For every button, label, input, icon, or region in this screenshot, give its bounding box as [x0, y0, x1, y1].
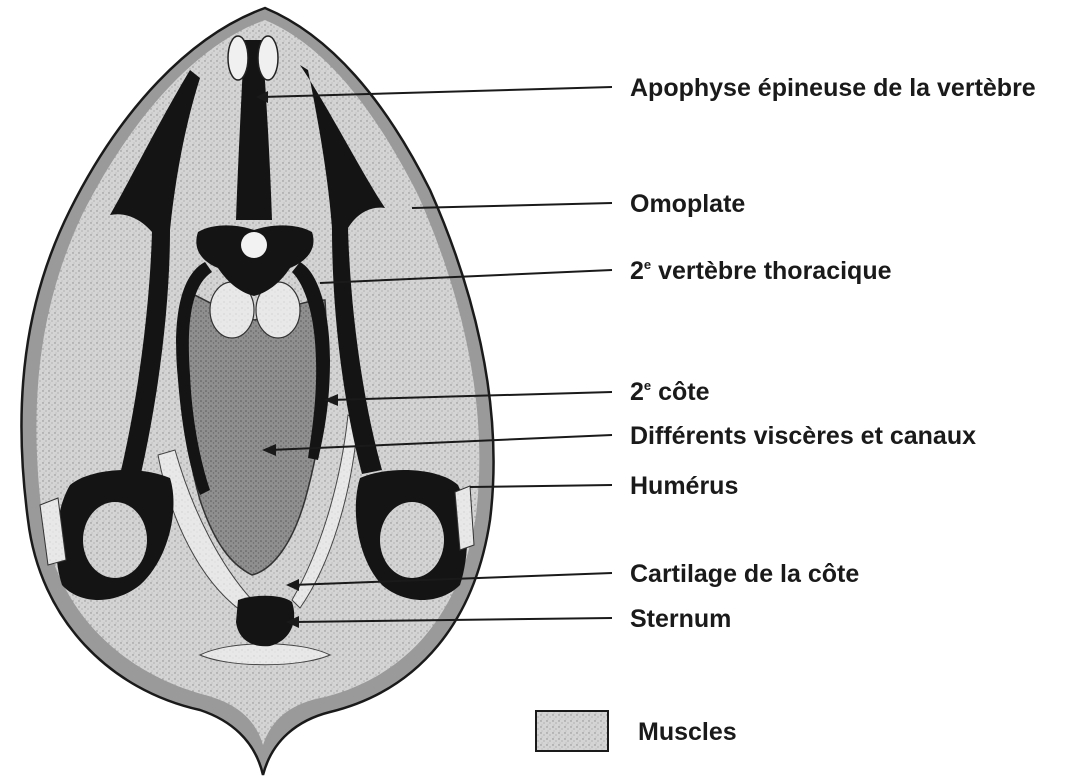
label-vertebre: 2e vertèbre thoracique [630, 257, 892, 285]
humerus-left-marrow [83, 502, 147, 578]
label-omoplate: Omoplate [630, 190, 745, 218]
legend-muscles-label: Muscles [638, 718, 737, 746]
label-vertebre-sup: e [644, 257, 651, 272]
spinous-tip-left [228, 36, 248, 80]
label-humerus: Humérus [630, 472, 738, 500]
label-cartilage: Cartilage de la côte [630, 560, 859, 588]
spinous-tip-right [258, 36, 278, 80]
label-apophyse: Apophyse épineuse de la vertèbre [630, 74, 1036, 102]
label-vertebre-rest: vertèbre thoracique [651, 257, 891, 285]
vertebral-canal [241, 232, 267, 258]
legend-muscles-swatch [536, 711, 608, 751]
label-cote-rest: côte [651, 378, 709, 406]
label-sternum: Sternum [630, 605, 731, 633]
humerus-right-marrow [380, 502, 444, 578]
label-cote-sup: e [644, 378, 651, 393]
label-visceres: Différents viscères et canaux [630, 422, 976, 450]
label-cote: 2e côte [630, 378, 710, 406]
label-cote-num: 2 [630, 378, 644, 406]
leader-omoplate [412, 203, 612, 208]
label-vertebre-num: 2 [630, 257, 644, 285]
